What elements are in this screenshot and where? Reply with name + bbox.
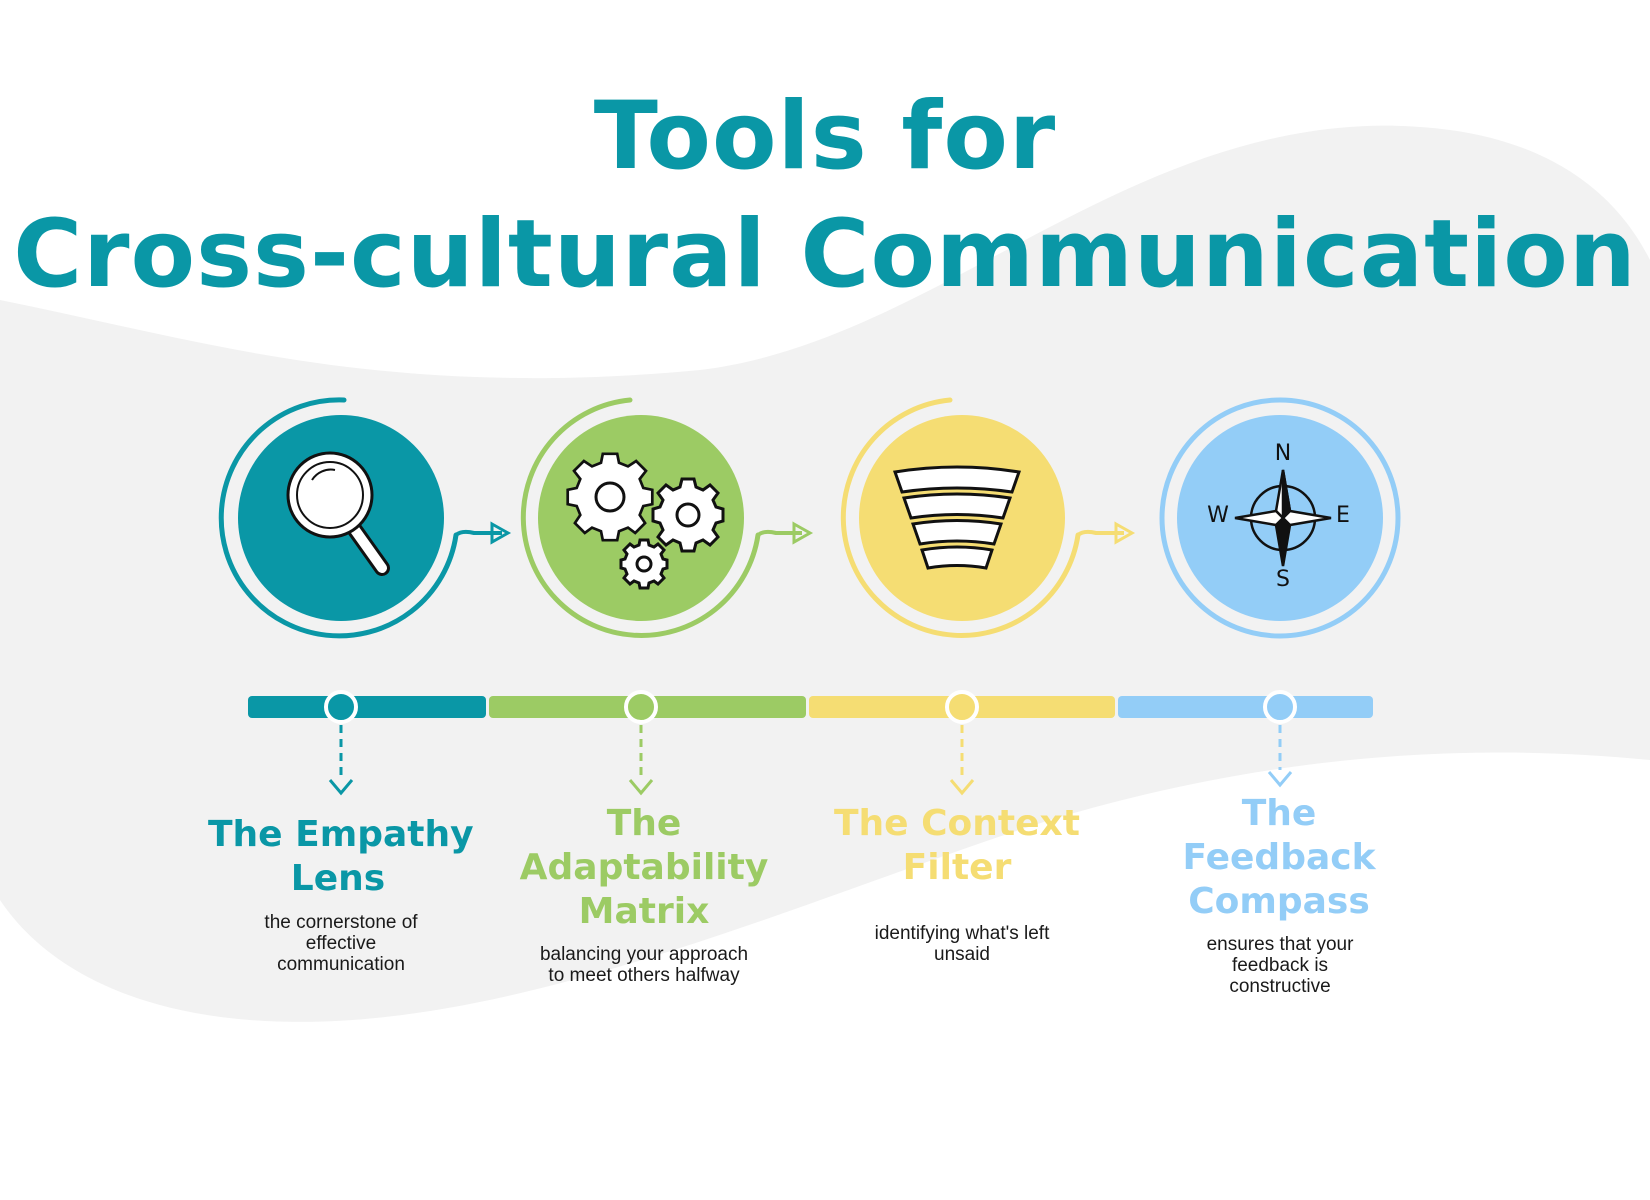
feedback-compass-node [1159,397,1401,639]
step-4-description-line-2: feedback is [1231,955,1329,976]
step-2-title-line-3: Matrix [578,891,710,932]
compass-south-label: S [1276,567,1290,592]
step-2-description-line-2: to meet others halfway [548,965,740,986]
compass-outer-ring [1159,397,1401,639]
adaptability-arrowhead [792,521,814,545]
empathy-arrowhead [490,521,512,545]
step-3-description-line-2: unsaid [934,944,990,965]
adaptability-matrix-node [520,397,814,638]
step-2-title: The Adaptability Matrix [514,802,774,934]
empathy-connector [454,529,502,537]
context-filter-node [840,397,1136,638]
step-3-description-line-1: identifying what's left [874,923,1050,944]
timeline-marker-3 [945,690,979,724]
context-arc [840,397,1081,638]
compass-west-label: W [1207,503,1229,528]
pointer-arrow-2 [628,779,654,796]
step-4-description: ensures that your feedback is constructi… [1150,934,1410,997]
adaptability-connector [756,529,802,537]
compass-icon [1234,469,1332,567]
context-connector [1076,529,1124,537]
pointer-arrow-4 [1267,771,1293,788]
timeline-marker-1 [324,690,358,724]
background-wave [0,125,1650,1022]
empathy-arc [218,397,459,639]
step-4-description-line-1: ensures that your [1206,934,1354,955]
title-line-1: Tools for [593,82,1057,191]
timeline-marker-4 [1263,690,1297,724]
step-4-title-line-2: Feedback [1182,837,1376,878]
step-2-title-line-1: The [606,803,682,844]
step-3-title: The Context Filter [827,802,1087,890]
step-3-title-line-2: Filter [902,847,1012,888]
step-4-title-line-1: The [1241,793,1317,834]
step-2-description: balancing your approach to meet others h… [514,944,774,986]
step-1-description-line-2: effective [305,933,377,954]
step-1-title-line-2: Lens [290,858,386,899]
context-arrowhead [1114,521,1136,545]
step-1-description: the cornerstone of effective communicati… [211,912,471,975]
title-line-2: Cross-cultural Communication [13,200,1637,309]
magnifying-glass-icon [286,451,390,576]
timeline-segment-teal [248,696,486,718]
compass-north-label: N [1274,441,1292,466]
adaptability-arc [520,397,761,638]
empathy-lens-node [218,397,512,639]
context-circle [859,415,1065,621]
gears-icon [566,452,725,590]
timeline-marker-2 [624,690,658,724]
step-1-title-line-1: The Empathy [208,814,474,855]
step-2-description-line-1: balancing your approach [539,944,749,965]
step-1-description-line-3: communication [277,954,405,975]
pointer-arrow-3 [949,779,975,796]
timeline-segment-blue [1118,696,1373,718]
step-2-title-line-2: Adaptability [519,847,769,888]
step-3-description: identifying what's left unsaid [832,923,1092,965]
step-4-description-line-3: constructive [1229,976,1331,997]
step-3-title-line-1: The Context [834,803,1080,844]
step-4-title: The Feedback Compass [1149,792,1409,924]
step-4-title-line-3: Compass [1188,881,1370,922]
step-1-description-line-1: the cornerstone of [264,912,418,933]
step-1-title: The Empathy Lens [208,813,474,901]
compass-east-label: E [1336,503,1350,528]
timeline [248,690,1373,796]
pointer-arrow-1 [328,779,354,796]
funnel-icon [892,465,1022,570]
